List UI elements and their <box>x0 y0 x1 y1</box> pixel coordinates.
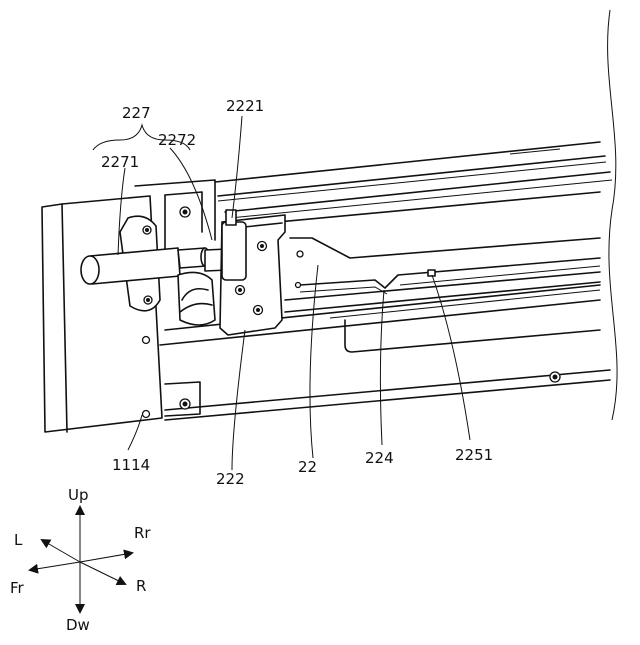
left-arrow <box>42 540 80 562</box>
dir-right: R <box>136 577 146 595</box>
right-arrow <box>80 562 125 584</box>
label-227: 227 <box>122 104 151 122</box>
direction-compass: Up Dw L R Rr Fr <box>10 486 151 634</box>
dir-down: Dw <box>66 616 90 634</box>
label-2271: 2271 <box>101 153 139 171</box>
label-2251: 2251 <box>455 446 493 464</box>
label-1114: 1114 <box>112 456 150 474</box>
label-22: 22 <box>298 458 317 476</box>
front-arrow <box>30 562 80 570</box>
label-2272: 2272 <box>158 131 196 149</box>
label-224: 224 <box>365 449 394 467</box>
dir-up: Up <box>68 486 89 504</box>
dir-rear: Rr <box>134 524 151 542</box>
rear-arrow <box>80 553 132 562</box>
break-line <box>608 10 618 420</box>
rear-rail <box>215 142 612 226</box>
label-222: 222 <box>216 470 245 488</box>
lower-bracket <box>165 382 200 416</box>
frame-bolt <box>550 372 560 382</box>
dir-front: Fr <box>10 579 25 597</box>
label-2221: 2221 <box>226 97 264 115</box>
clamp-222 <box>220 210 285 335</box>
dir-left: L <box>14 531 23 549</box>
